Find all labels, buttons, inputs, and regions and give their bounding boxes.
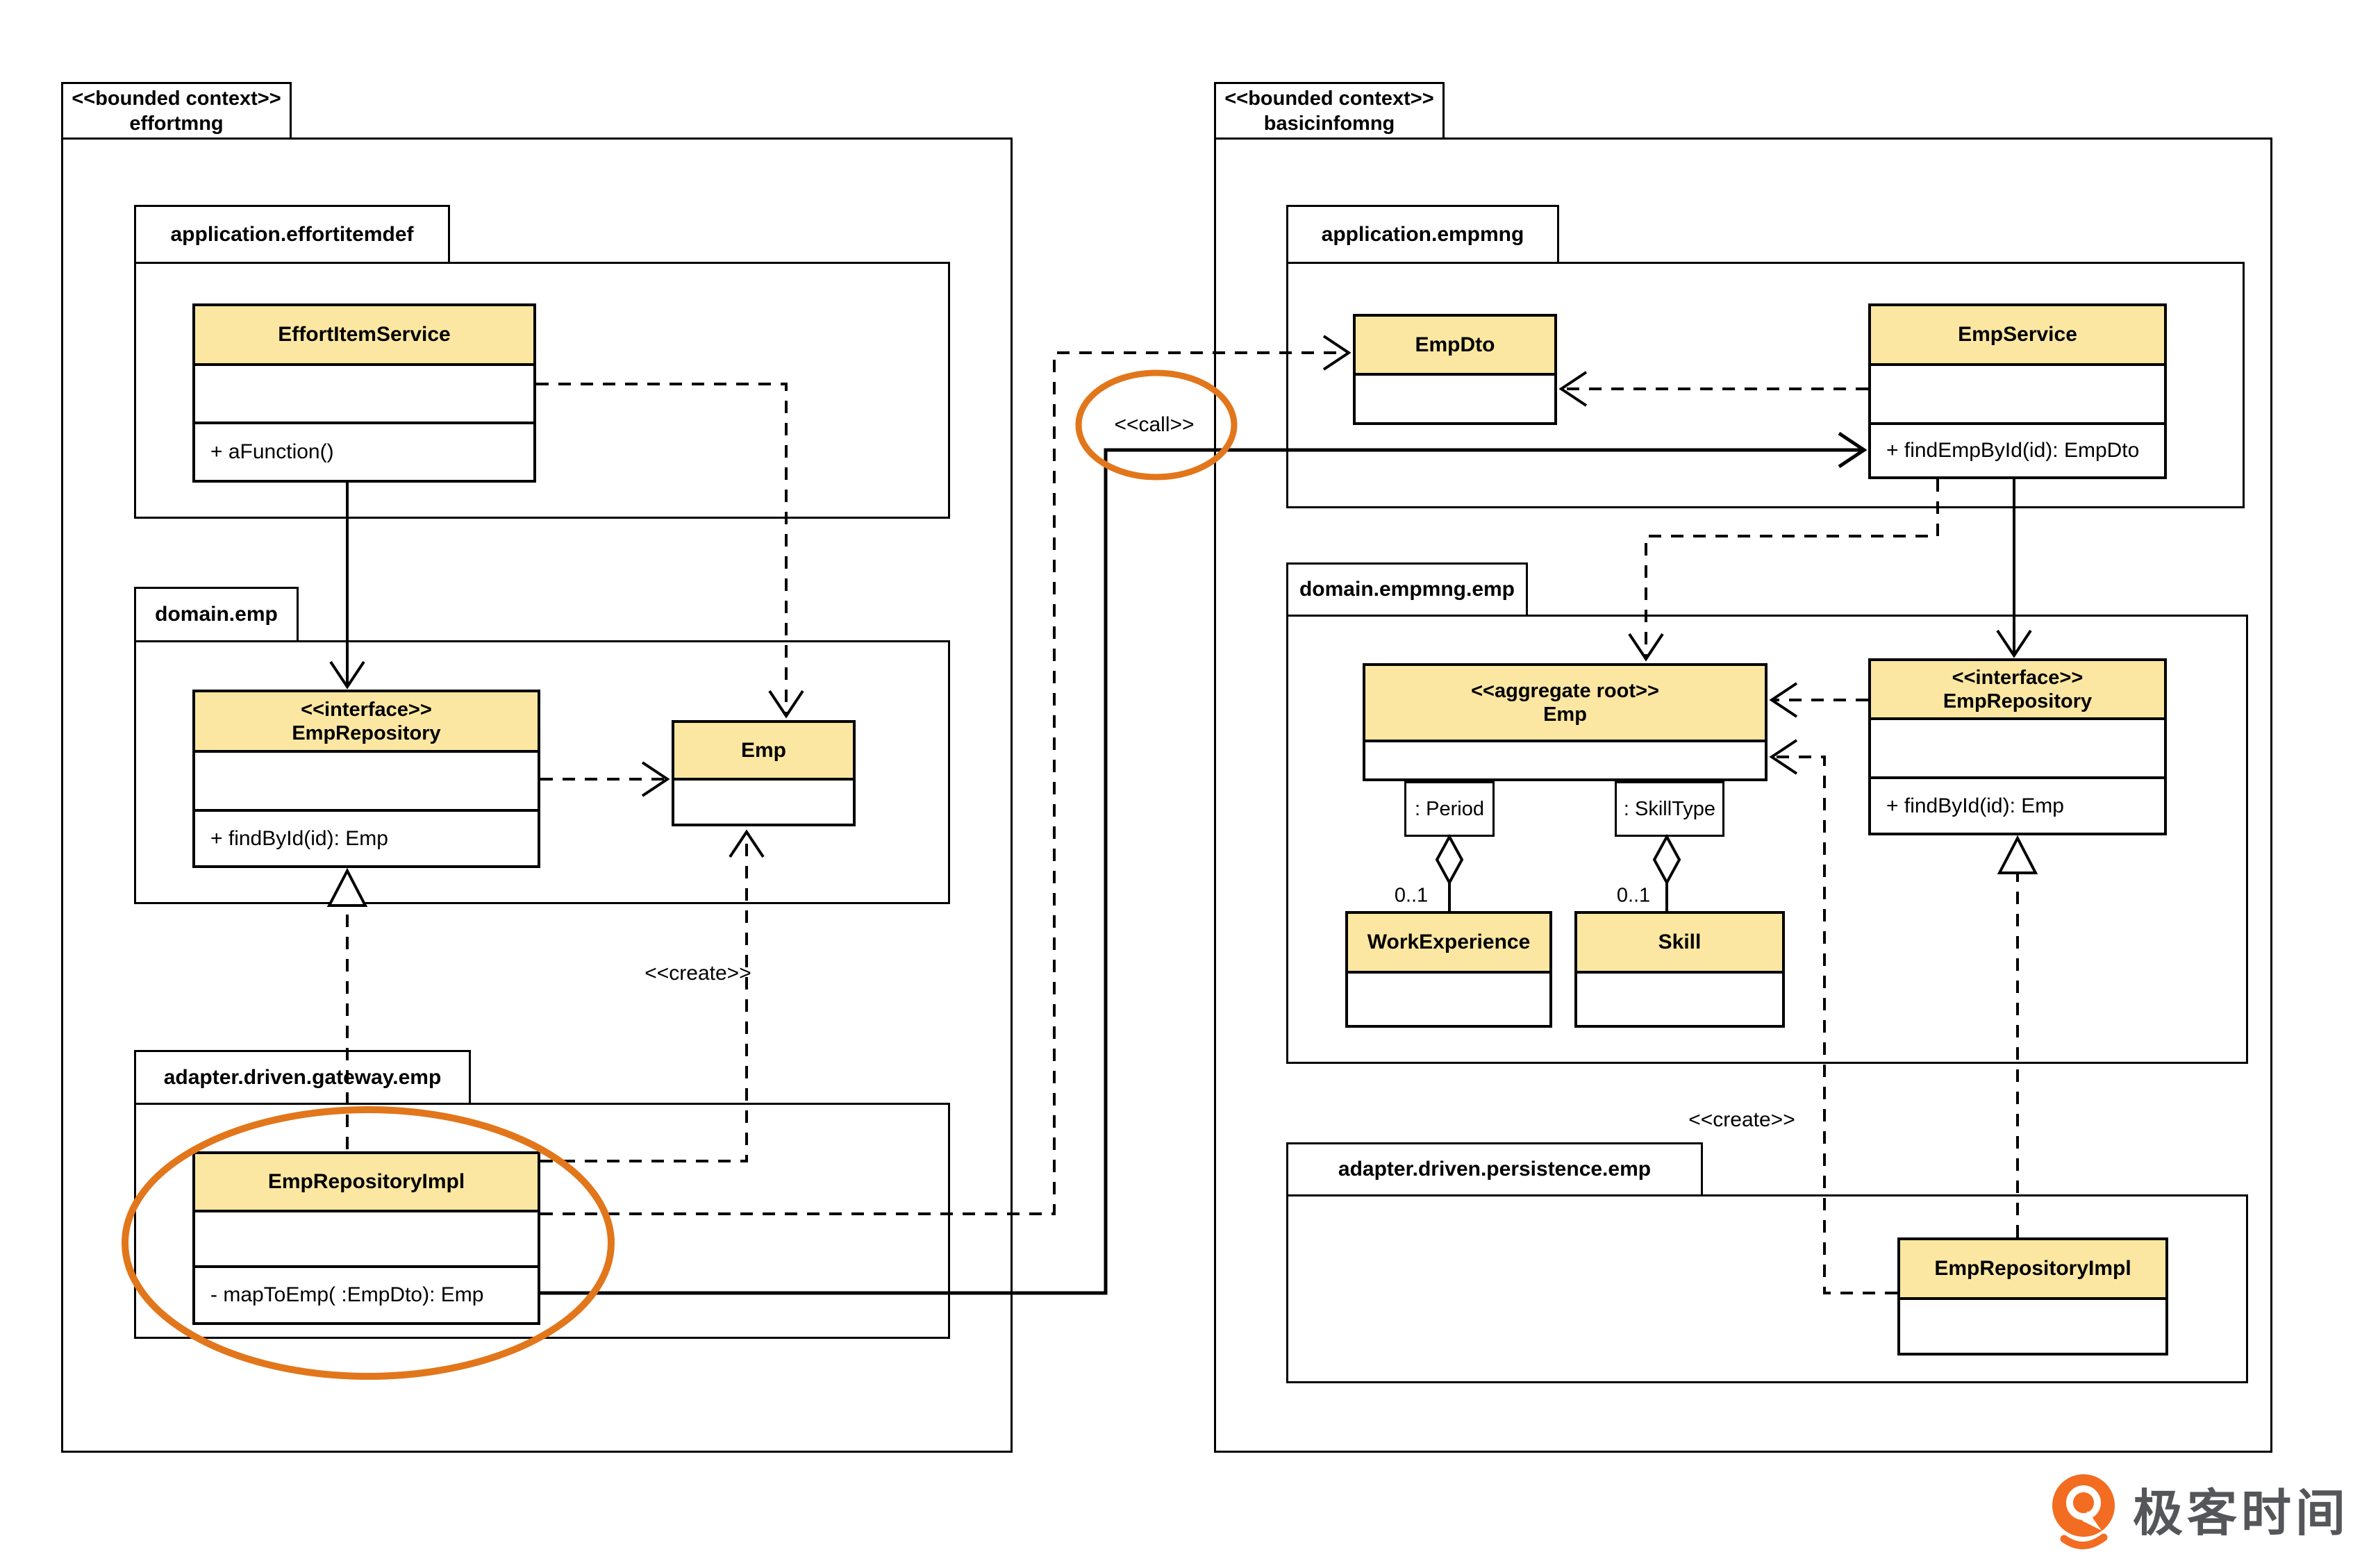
attributes-compartment	[674, 781, 853, 824]
class-emprepositoryimpl-left: EmpRepositoryImpl - mapToEmp( :EmpDto): …	[192, 1151, 540, 1325]
attributes-compartment	[1871, 720, 2164, 779]
method-label: - mapToEmp( :EmpDto): Emp	[210, 1283, 484, 1306]
class-empdto: EmpDto	[1353, 314, 1557, 425]
class-emprepository-right: <<interface>> EmpRepository + findById(i…	[1868, 658, 2167, 835]
package-adapter-driven-persistence-emp-tab: adapter.driven.persistence.emp	[1286, 1142, 1703, 1194]
class-name: Emp	[740, 738, 786, 762]
package-domain-emp-tab: domain.emp	[134, 587, 299, 640]
methods-compartment: + findById(id): Emp	[195, 812, 538, 865]
attributes-compartment	[195, 753, 538, 812]
class-name: Skill	[1658, 931, 1702, 953]
class-header: EmpDto	[1356, 317, 1554, 376]
class-stereotype: <<aggregate root>>	[1471, 680, 1659, 702]
methods-compartment: + findById(id): Emp	[1871, 779, 2164, 833]
class-header: EmpService	[1871, 306, 2164, 366]
bounded-context-stereotype: <<bounded context>>	[72, 87, 281, 110]
package-name: domain.empmng.emp	[1299, 578, 1515, 601]
class-header: WorkExperience	[1348, 914, 1549, 974]
bounded-context-basicinfomng-tab: <<bounded context>> basicinfomng	[1214, 82, 1445, 137]
geektime-icon	[2052, 1474, 2115, 1549]
package-name: adapter.driven.gateway.emp	[163, 1065, 442, 1089]
method-label: + findById(id): Emp	[210, 826, 388, 850]
port-label: : SkillType	[1623, 797, 1716, 820]
package-name: application.empmng	[1321, 222, 1524, 246]
bounded-context-name: effortmng	[129, 112, 224, 135]
class-header: <<interface>> EmpRepository	[1871, 661, 2164, 720]
class-emp-aggregate-root: <<aggregate root>> Emp	[1363, 663, 1768, 781]
attributes-compartment	[1871, 366, 2164, 425]
class-header: EffortItemService	[195, 306, 533, 366]
class-skill: Skill	[1574, 911, 1785, 1028]
class-header: EmpRepositoryImpl	[1900, 1240, 2165, 1300]
package-name: application.effortitemdef	[170, 222, 414, 246]
geektime-logo: 极客时间	[2047, 1472, 2349, 1556]
class-header: <<aggregate root>> Emp	[1365, 666, 1765, 742]
geektime-logo-text: 极客时间	[2133, 1486, 2350, 1542]
multiplicity-skill: 0..1	[1616, 884, 1651, 907]
class-header: Emp	[674, 723, 853, 781]
class-name: EmpRepository	[1943, 690, 2093, 712]
class-header: <<interface>> EmpRepository	[195, 692, 538, 753]
method-label: + findById(id): Emp	[1886, 794, 2064, 817]
class-header: Skill	[1577, 914, 1782, 974]
methods-compartment: - mapToEmp( :EmpDto): Emp	[195, 1268, 538, 1322]
attributes-compartment	[1356, 376, 1554, 422]
class-header: EmpRepositoryImpl	[195, 1154, 538, 1212]
port-period: : Period	[1404, 781, 1495, 837]
attributes-compartment	[195, 366, 533, 424]
class-effortitemservice: EffortItemService + aFunction()	[192, 303, 536, 483]
methods-compartment: + aFunction()	[195, 424, 533, 480]
package-name: adapter.driven.persistence.emp	[1338, 1158, 1652, 1181]
methods-compartment: + findEmpById(id): EmpDto	[1871, 425, 2164, 476]
attributes-compartment	[1900, 1300, 2165, 1353]
port-skilltype: : SkillType	[1615, 781, 1724, 837]
attributes-compartment	[1365, 742, 1765, 778]
package-domain-empmng-emp-tab: domain.empmng.emp	[1286, 562, 1528, 615]
package-application-empmng-tab: application.empmng	[1286, 205, 1559, 262]
class-name: EmpRepository	[292, 722, 441, 744]
bounded-context-stereotype: <<bounded context>>	[1224, 87, 1434, 110]
class-name: WorkExperience	[1367, 931, 1531, 953]
port-label: : Period	[1415, 797, 1484, 820]
class-emprepository-left: <<interface>> EmpRepository + findById(i…	[192, 690, 540, 868]
attributes-compartment	[1577, 974, 1782, 1025]
class-emprepositoryimpl-right: EmpRepositoryImpl	[1897, 1237, 2168, 1356]
class-emp-left: Emp	[672, 720, 856, 826]
package-application-effortitemdef-tab: application.effortitemdef	[134, 205, 450, 262]
bounded-context-effortmng-tab: <<bounded context>> effortmng	[61, 82, 292, 137]
class-stereotype: <<interface>>	[1952, 666, 2084, 689]
create-stereotype-label-left: <<create>>	[644, 962, 751, 985]
attributes-compartment	[1348, 974, 1549, 1025]
class-name: Emp	[1543, 703, 1587, 726]
attributes-compartment	[195, 1212, 538, 1268]
class-empservice: EmpService + findEmpById(id): EmpDto	[1868, 303, 2167, 479]
method-label: + findEmpById(id): EmpDto	[1886, 439, 2140, 462]
call-stereotype-label: <<call>>	[1114, 413, 1195, 436]
class-name: EmpService	[1958, 323, 2077, 346]
class-workexperience: WorkExperience	[1345, 911, 1552, 1028]
class-name: EmpDto	[1415, 333, 1495, 356]
class-name: EmpRepositoryImpl	[267, 1170, 465, 1193]
class-name: EmpRepositoryImpl	[1934, 1257, 2131, 1280]
package-name: domain.emp	[155, 603, 278, 626]
bounded-context-name: basicinfomng	[1263, 112, 1395, 135]
class-stereotype: <<interface>>	[301, 698, 432, 721]
class-name: EffortItemService	[278, 323, 451, 346]
multiplicity-period: 0..1	[1394, 884, 1429, 907]
create-stereotype-label-right: <<create>>	[1688, 1108, 1795, 1131]
package-adapter-driven-gateway-emp-tab: adapter.driven.gateway.emp	[134, 1050, 471, 1103]
method-label: + aFunction()	[210, 440, 334, 463]
